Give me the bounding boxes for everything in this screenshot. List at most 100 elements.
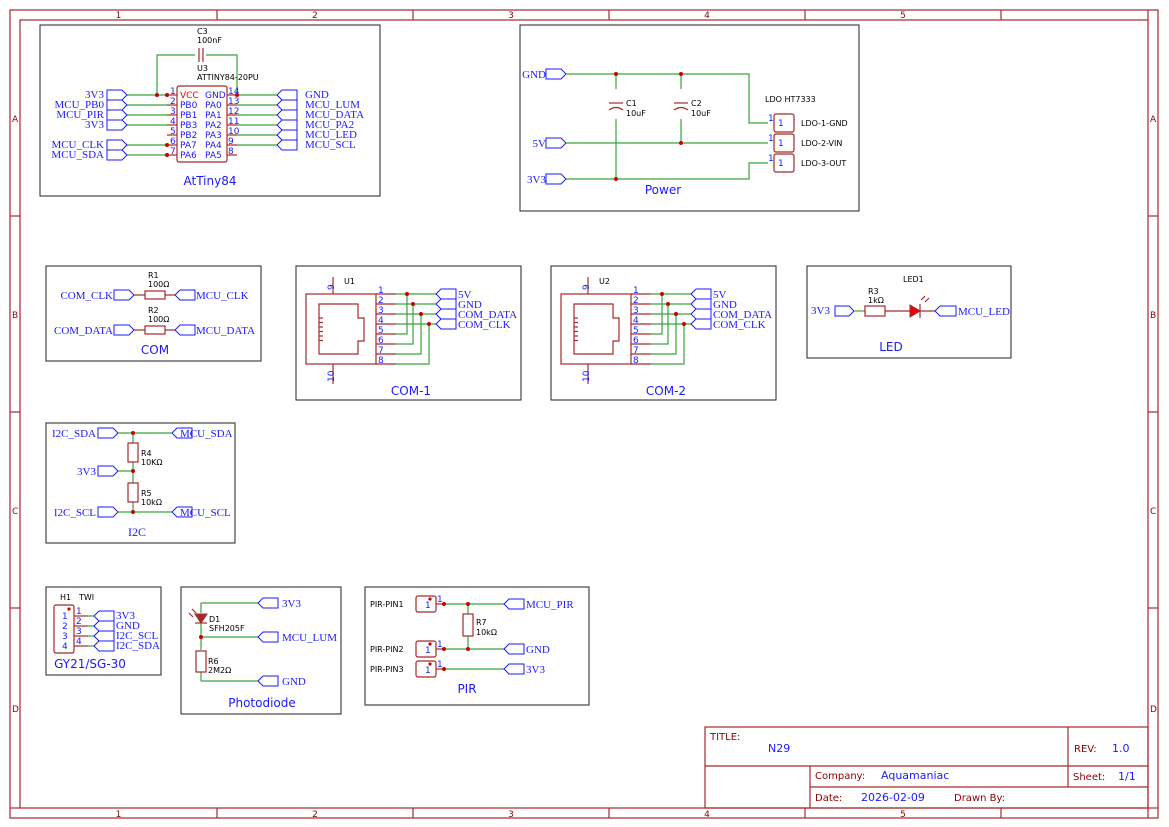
c1-capacitor[interactable] xyxy=(608,102,624,111)
net-flag-com-clk[interactable] xyxy=(113,289,135,301)
net-flag-gnd[interactable] xyxy=(257,675,279,687)
net-flag-com-clk[interactable] xyxy=(435,318,457,330)
ldo-title: LDO HT7333 xyxy=(765,95,816,104)
net-flag-gnd[interactable] xyxy=(435,298,457,310)
pin-num: 8 xyxy=(633,356,639,366)
pin-name-pb1: PB1 xyxy=(180,111,197,121)
zone-col-1: 1 xyxy=(116,11,122,21)
net-flag-gnd[interactable] xyxy=(503,643,525,655)
net-flag-mcu-sda[interactable] xyxy=(106,149,128,161)
net-flag-5v[interactable] xyxy=(545,137,567,149)
net-label-mcu-led: MCU_LED xyxy=(958,306,1010,318)
r1-resistor[interactable] xyxy=(144,290,166,300)
net-flag-mcu-data[interactable] xyxy=(276,109,298,121)
net-flag-3v3[interactable] xyxy=(97,465,119,477)
pin-num: 2 xyxy=(170,97,176,107)
net-flag-com-data[interactable] xyxy=(690,308,712,320)
net-flag-3v3[interactable] xyxy=(106,89,128,101)
ldo-pin-1[interactable] xyxy=(773,113,795,133)
block-title-led: LED xyxy=(879,340,903,354)
net-flag-gnd[interactable] xyxy=(690,298,712,310)
pin-num: 2 xyxy=(378,296,384,306)
pin-num: 5 xyxy=(170,127,176,137)
drawn-by-label: Drawn By: xyxy=(954,793,1005,804)
attiny84-ic[interactable] xyxy=(176,85,228,163)
zone-col-2-bottom: 2 xyxy=(312,810,318,820)
net-flag-5v[interactable] xyxy=(435,288,457,300)
r2-resistor[interactable] xyxy=(144,325,166,335)
ldo-pin-2[interactable] xyxy=(773,133,795,153)
net-flag-mcu-pir[interactable] xyxy=(106,109,128,121)
net-label-mcu-sda: MCU_SDA xyxy=(51,149,104,161)
net-flag-3v3[interactable] xyxy=(503,663,525,675)
net-flag-mcu-pb0[interactable] xyxy=(106,99,128,111)
net-flag-3v3[interactable] xyxy=(545,173,567,185)
u3-part: ATTINY84-20PU xyxy=(197,73,259,82)
net-label-mcu-lum: MCU_LUM xyxy=(282,632,337,644)
net-flag-3v3[interactable] xyxy=(106,119,128,131)
r4-resistor[interactable] xyxy=(127,442,139,463)
net-label-5v: 5V xyxy=(533,138,547,150)
net-flag-mcu-scl[interactable] xyxy=(171,506,193,518)
r1-value: 100Ω xyxy=(148,280,169,289)
net-flag-5v[interactable] xyxy=(690,288,712,300)
net-flag-mcu-sda[interactable] xyxy=(171,427,193,439)
net-flag-mcu-lum[interactable] xyxy=(257,631,279,643)
rj45-jack[interactable] xyxy=(560,293,632,365)
sheet-label: Sheet: xyxy=(1073,772,1105,783)
svg-text:1: 1 xyxy=(778,159,784,169)
r5-value: 10kΩ xyxy=(141,498,162,507)
r5-resistor[interactable] xyxy=(127,482,139,503)
net-flag-mcu-pa2[interactable] xyxy=(276,119,298,131)
rj45-jack[interactable] xyxy=(305,293,377,365)
r7-resistor[interactable] xyxy=(462,613,474,637)
block-title-i2c: I2C xyxy=(128,525,146,539)
net-flag-mcu-pir[interactable] xyxy=(503,598,525,610)
net-flag-com-data[interactable] xyxy=(435,308,457,320)
net-flag-mcu-lum[interactable] xyxy=(276,99,298,111)
net-flag-3v3[interactable] xyxy=(257,597,279,609)
twi-header[interactable] xyxy=(53,604,75,654)
net-flag-gnd[interactable] xyxy=(93,620,115,632)
ldo-pin-3[interactable] xyxy=(773,153,795,173)
zone-row-C: C xyxy=(12,507,18,517)
zone-col-4-bottom: 4 xyxy=(704,810,710,820)
r3-resistor[interactable] xyxy=(864,305,886,317)
net-flag-mcu-led[interactable] xyxy=(276,129,298,141)
pin-num: 4 xyxy=(170,117,176,127)
pin-num: 8 xyxy=(228,147,234,157)
net-flag-i2c-sda[interactable] xyxy=(97,427,119,439)
net-flag-mcu-scl[interactable] xyxy=(276,139,298,151)
net-label-3v3: 3V3 xyxy=(526,664,545,676)
net-flag-i2c-scl[interactable] xyxy=(93,630,115,642)
net-flag-gnd[interactable] xyxy=(545,68,567,80)
net-flag-mcu-clk[interactable] xyxy=(174,289,196,301)
net-label-3v3: 3V3 xyxy=(77,466,96,478)
pin-name-pa4: PA4 xyxy=(205,141,222,151)
net-label-mcu-clk: MCU_CLK xyxy=(196,290,249,302)
r6-resistor[interactable] xyxy=(195,650,207,673)
svg-text:1: 1 xyxy=(437,595,443,605)
net-flag-i2c-scl[interactable] xyxy=(97,506,119,518)
r7-value: 10kΩ xyxy=(476,628,497,637)
net-flag-com-clk[interactable] xyxy=(690,318,712,330)
c2-capacitor[interactable] xyxy=(673,102,689,111)
c3-value: 100nF xyxy=(197,36,222,45)
net-flag-3v3[interactable] xyxy=(93,610,115,622)
pin-num: 11 xyxy=(228,117,239,127)
net-flag-mcu-data[interactable] xyxy=(174,324,196,336)
net-flag-mcu-clk[interactable] xyxy=(106,139,128,151)
net-flag-gnd[interactable] xyxy=(276,89,298,101)
net-flag-i2c-sda[interactable] xyxy=(93,640,115,652)
block-led[interactable]: LED1 R3 1kΩ 3V3 MCU_LED LED xyxy=(806,265,1012,359)
net-flag-com-data[interactable] xyxy=(113,324,135,336)
